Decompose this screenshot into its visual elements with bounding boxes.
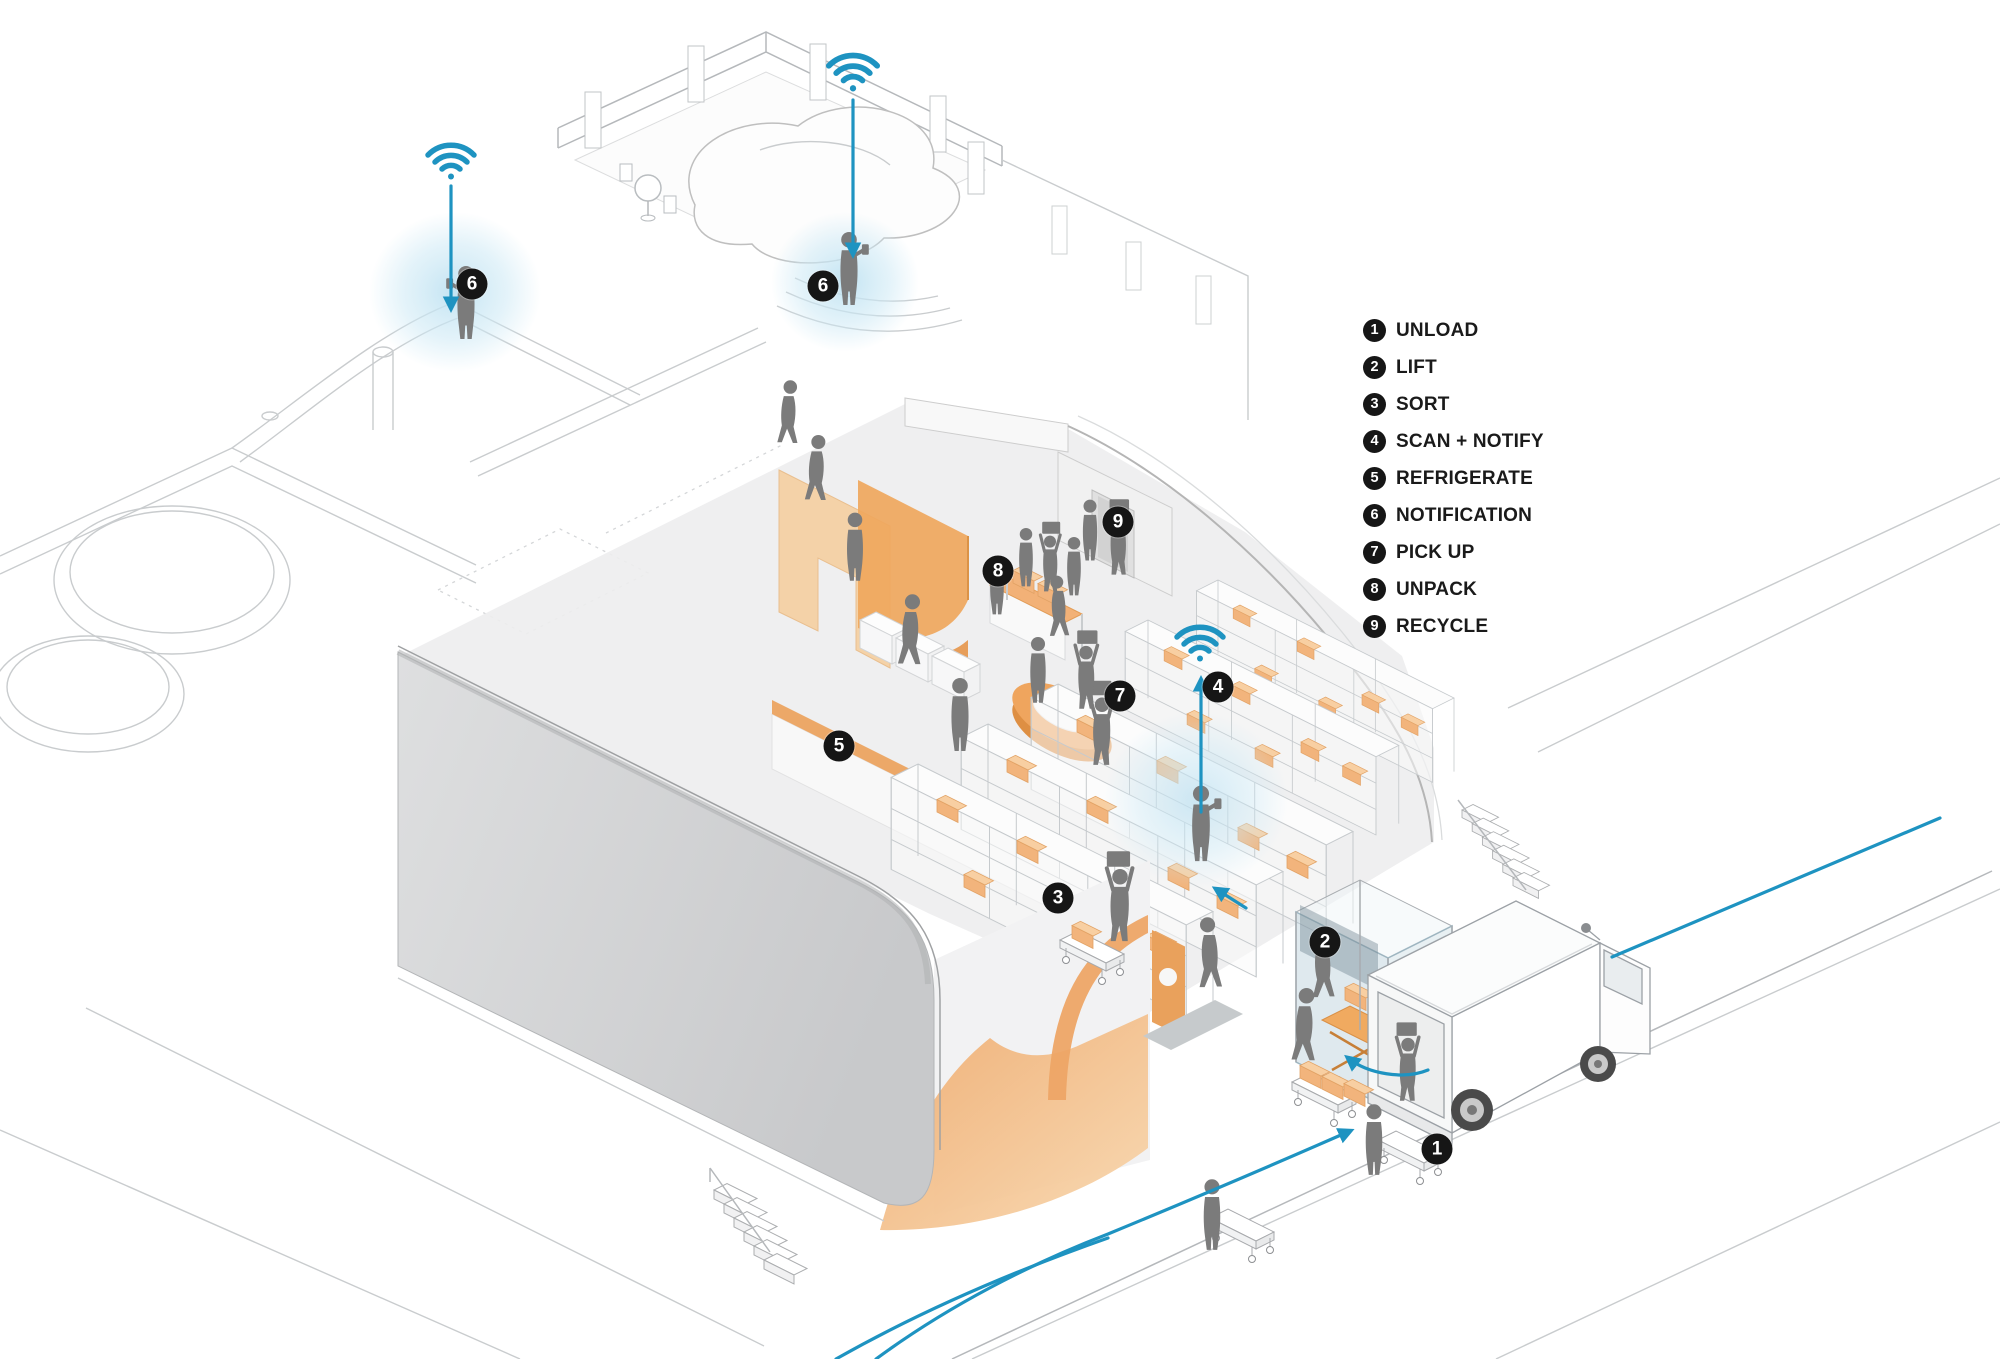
legend-item-pick-up: 7 PICK UP <box>1363 541 1544 564</box>
legend-item-refrigerate: 5 REFRIGERATE <box>1363 467 1544 490</box>
exterior-stairs <box>709 1167 808 1285</box>
legend-badge-7: 7 <box>1363 541 1386 564</box>
step-marker-pickup: 7 <box>1104 680 1136 712</box>
legend-item-recycle: 9 RECYCLE <box>1363 615 1544 638</box>
legend-label-sort: SORT <box>1396 393 1450 415</box>
legend-badge-3: 3 <box>1363 393 1386 416</box>
step-marker-notification-rooftop: 6 <box>456 268 488 300</box>
street-route <box>874 1128 1355 1359</box>
step-marker-refrigerate: 5 <box>823 730 855 762</box>
legend-label-refrigerate: REFRIGERATE <box>1396 467 1533 489</box>
legend-label-scan-notify: SCAN + NOTIFY <box>1396 430 1544 452</box>
legend-item-unload: 1 UNLOAD <box>1363 319 1544 342</box>
signal-routes <box>428 56 1942 1359</box>
legend-label-pick-up: PICK UP <box>1396 541 1475 563</box>
unload-arrow <box>1344 1054 1430 1077</box>
legend-badge-8: 8 <box>1363 578 1386 601</box>
scan-glow <box>1104 712 1288 888</box>
store-interior <box>400 397 1454 1017</box>
step-marker-scan: 4 <box>1202 671 1234 703</box>
legend-badge-6: 6 <box>1363 504 1386 527</box>
step-marker-lift: 2 <box>1309 926 1341 958</box>
step-marker-sort: 3 <box>1042 882 1074 914</box>
people <box>369 212 1421 1250</box>
legend-label-notification: NOTIFICATION <box>1396 504 1533 526</box>
legend-label-unload: UNLOAD <box>1396 319 1479 341</box>
legend: 1 UNLOAD 2 LIFT 3 SORT 4 SCAN + NOTIFY 5… <box>1363 319 1544 638</box>
upper-apartment <box>557 31 1249 420</box>
legend-item-lift: 2 LIFT <box>1363 356 1544 379</box>
legend-label-unpack: UNPACK <box>1396 578 1478 600</box>
legend-badge-1: 1 <box>1363 319 1386 342</box>
legend-label-lift: LIFT <box>1396 356 1437 378</box>
legend-label-recycle: RECYCLE <box>1396 615 1489 637</box>
street-stairs <box>1461 804 1550 899</box>
route-strand <box>834 1236 1110 1359</box>
bistro-table <box>619 163 677 222</box>
legend-badge-2: 2 <box>1363 356 1386 379</box>
orange-wave <box>880 1014 1148 1231</box>
legend-item-scan-notify: 4 SCAN + NOTIFY <box>1363 430 1544 453</box>
legend-item-unpack: 8 UNPACK <box>1363 578 1544 601</box>
step-marker-recycle: 9 <box>1102 506 1134 538</box>
wifi-icon <box>428 145 474 179</box>
legend-item-notification: 6 NOTIFICATION <box>1363 504 1544 527</box>
step-marker-unload: 1 <box>1421 1133 1453 1165</box>
legend-badge-5: 5 <box>1363 467 1386 490</box>
truck-arrival-route <box>1610 816 1942 959</box>
step-marker-notification-apartment: 6 <box>807 270 839 302</box>
curved-furniture <box>688 106 961 264</box>
legend-badge-4: 4 <box>1363 430 1386 453</box>
lift-arrow <box>1211 886 1248 910</box>
truck-wheels <box>1451 1046 1616 1131</box>
legend-item-sort: 3 SORT <box>1363 393 1544 416</box>
step-marker-unpack: 8 <box>982 555 1014 587</box>
legend-badge-9: 9 <box>1363 615 1386 638</box>
